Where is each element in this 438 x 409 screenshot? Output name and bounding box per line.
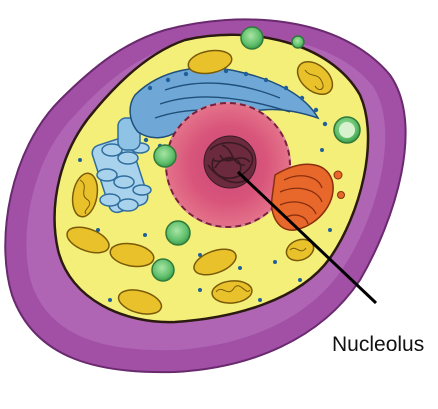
mitochondrion-bottom-left-1 [66,226,110,254]
nucleolus-label: Nucleolus [332,333,424,356]
mitochondrion-top-left [187,49,233,75]
mitochondrion-bottom [211,280,253,304]
mitochondrion-top-right [296,60,334,96]
golgi-apparatus [270,163,345,231]
ribosomes [78,67,342,302]
mitochondrion-bottom-left-3 [117,289,163,315]
mitochondria [66,49,334,315]
mitochondrion-bottom-left-2 [109,242,155,268]
mitochondrion-left [71,172,99,218]
mitochondrion-bottom-center [193,248,237,276]
vesicles [151,26,361,282]
nucleolus-leader-line [236,170,378,305]
smooth-er [91,117,152,214]
